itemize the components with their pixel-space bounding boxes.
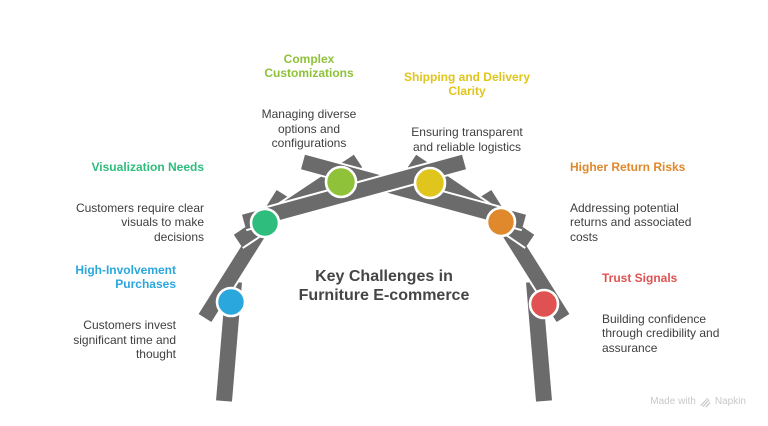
node-circle-visualization-needs <box>249 207 281 239</box>
node-body: Customers invest significant time and th… <box>73 318 176 361</box>
node-body: Ensuring transparent and reliable logist… <box>411 125 523 154</box>
node-label-visualization-needs: Visualization Needs Customers require cl… <box>14 145 204 259</box>
node-label-trust-signals: Trust Signals Building confidence throug… <box>602 256 762 370</box>
node-label-high-involvement-purchases: High-Involvement Purchases Customers inv… <box>6 248 176 376</box>
node-circle-complex-customizations <box>324 165 358 199</box>
node-label-shipping-and-delivery-clarity: Shipping and Delivery Clarity Ensuring t… <box>377 55 557 169</box>
node-label-higher-return-risks: Higher Return Risks Addressing potential… <box>570 145 750 259</box>
node-body: Managing diverse options and configurati… <box>261 107 357 150</box>
watermark-brand: Napkin <box>714 396 746 407</box>
node-circle-high-involvement-purchases <box>215 286 247 318</box>
node-body: Customers require clear visuals to make … <box>75 200 204 244</box>
node-circle-shipping-and-delivery-clarity <box>413 166 447 200</box>
watermark-prefix: Made with <box>650 396 696 407</box>
node-heading: Trust Signals <box>602 270 678 285</box>
node-heading: Higher Return Risks <box>570 159 686 174</box>
node-body: Addressing potential returns and associa… <box>570 200 692 244</box>
node-heading: Visualization Needs <box>91 159 204 174</box>
node-heading: Complex Customizations <box>264 51 354 81</box>
node-heading: Shipping and Delivery Clarity <box>403 69 531 99</box>
node-body: Building confidence through credibility … <box>602 311 720 355</box>
page-title: Key Challenges in Furniture E-commerce <box>298 268 470 304</box>
node-circle-trust-signals <box>528 288 560 320</box>
node-heading: High-Involvement Purchases <box>75 262 176 292</box>
node-circle-higher-return-risks <box>485 206 517 238</box>
watermark: Made with Napkin <box>650 396 746 408</box>
node-label-complex-customizations: Complex Customizations Managing diverse … <box>219 37 399 165</box>
napkin-logo-icon <box>700 397 711 407</box>
